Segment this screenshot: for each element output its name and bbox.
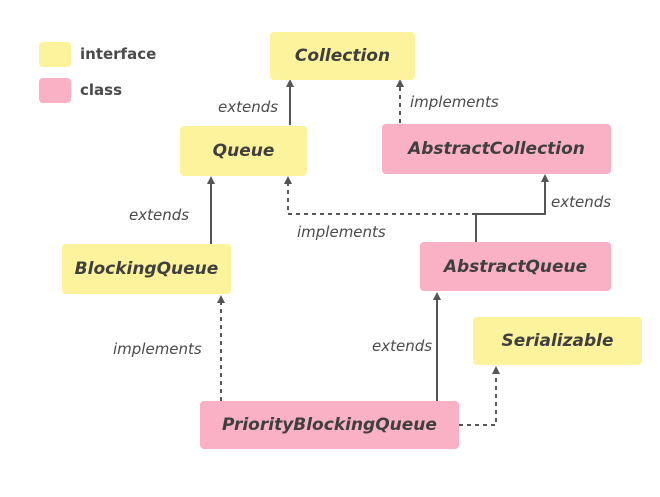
edge-label-queue-extends: extends: [218, 98, 279, 116]
edge-label-abstractqueue-extends: extends: [551, 193, 612, 211]
legend-interface-swatch: [39, 42, 71, 67]
node-collection: Collection: [270, 32, 415, 80]
edge-label-pbq-implements: implements: [113, 340, 202, 358]
edge-pbq-to-serializable: [459, 366, 500, 426]
edge-label-blockingqueue-extends: extends: [129, 206, 190, 224]
edge-label-pbq-extends: extends: [372, 337, 433, 355]
node-queue: Queue: [180, 126, 307, 176]
edge-abstractqueue-to-abstractcollection: [475, 174, 549, 242]
edge-abstractqueue-to-queue: [284, 176, 476, 215]
legend-interface-label: interface: [80, 45, 157, 63]
node-serializable: Serializable: [473, 317, 642, 365]
node-blocking-queue: BlockingQueue: [62, 244, 231, 294]
legend-class-swatch: [39, 78, 71, 103]
edge-label-abstractcollection-implements: implements: [410, 93, 499, 111]
node-abstract-collection: AbstractCollection: [382, 124, 611, 174]
node-priority-blocking-queue: PriorityBlockingQueue: [200, 401, 459, 449]
edge-label-abstractqueue-implements: implements: [297, 223, 386, 241]
legend-class-label: class: [80, 81, 123, 99]
node-abstract-queue: AbstractQueue: [420, 242, 611, 291]
